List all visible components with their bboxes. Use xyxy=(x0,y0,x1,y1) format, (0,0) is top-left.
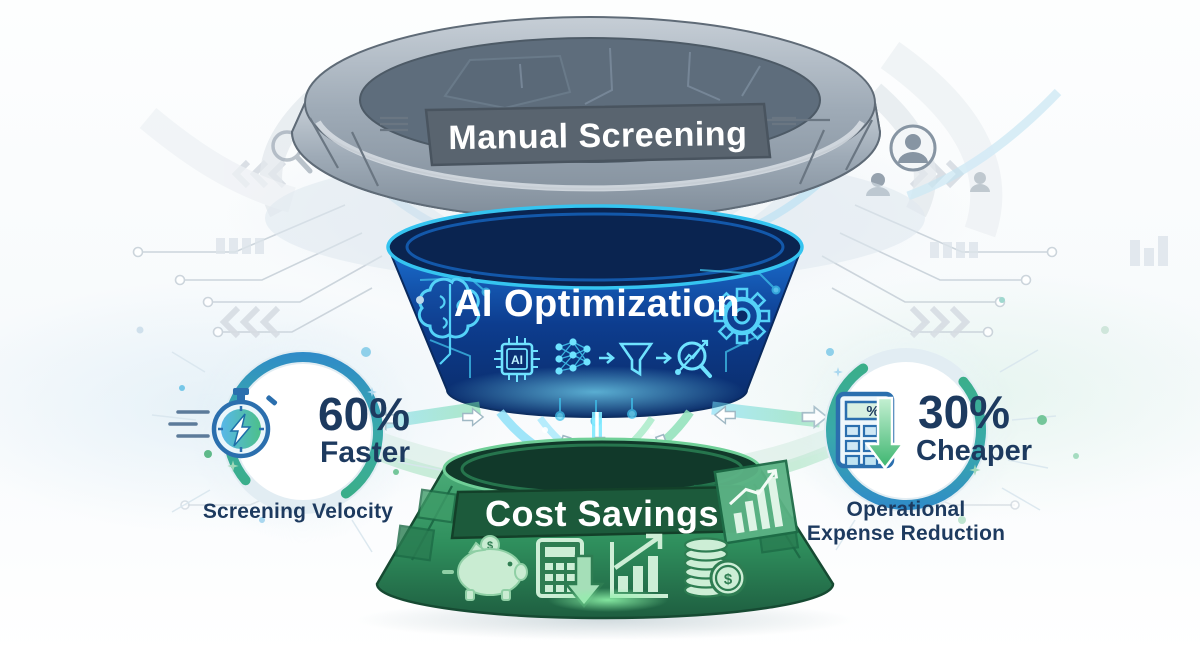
funnel-icon xyxy=(618,342,654,377)
accent-dots xyxy=(136,296,1109,524)
coin-dollar-label: $ xyxy=(487,540,493,552)
growth-panel-icon xyxy=(713,459,799,545)
badge-cost: % 30% Cheaper xyxy=(794,318,1057,551)
coin-stack-icon: $ xyxy=(683,537,747,598)
neural-network-icon xyxy=(555,338,591,375)
speed-lines xyxy=(168,410,210,438)
stage-manual-screening: Manual Screening xyxy=(290,16,882,221)
badge-cost-value: 30% xyxy=(918,386,1010,438)
stage-ai-optimization: AI Optimization AI xyxy=(386,204,804,427)
stage-middle-label: AI Optimization xyxy=(454,283,740,325)
stage-top-label: Manual Screening xyxy=(448,115,747,157)
corner-swooshes xyxy=(139,41,1062,238)
badge-cost-unit: Cheaper xyxy=(916,435,1032,467)
badge-speed: 60% Faster xyxy=(151,320,441,553)
ai-chip-icon: AI xyxy=(494,336,540,382)
ai-chip-label: AI xyxy=(511,353,523,367)
brain-icon xyxy=(417,277,481,365)
magnifier-chart-icon xyxy=(675,339,712,378)
calculator-display: % xyxy=(866,403,879,420)
badge-speed-unit: Faster xyxy=(320,436,410,469)
piggy-bank-icon: $ xyxy=(442,535,528,601)
avatar-icon xyxy=(866,124,990,196)
background-bars xyxy=(216,236,1168,266)
badge-cost-caption: Operational Expense Reduction xyxy=(806,498,1006,546)
bowl-glow xyxy=(548,588,668,612)
manual-screening-banner xyxy=(424,102,772,167)
calculator-percent-icon: % xyxy=(835,391,906,471)
stage-bottom-label: Cost Savings xyxy=(485,493,719,534)
ring-inner-circuits xyxy=(443,47,761,110)
coin-dollar-label: $ xyxy=(724,571,733,588)
flow-arrow-icon xyxy=(599,352,616,364)
gear-icon xyxy=(713,287,771,345)
flow-arrow-icon xyxy=(656,352,673,364)
badge-speed-value: 60% xyxy=(318,388,410,440)
stage-cost-savings: Cost Savings $ xyxy=(355,437,855,640)
funnel-circuits xyxy=(419,269,781,427)
stopwatch-icon xyxy=(211,388,278,459)
badge-speed-caption: Screening Velocity xyxy=(202,500,394,523)
